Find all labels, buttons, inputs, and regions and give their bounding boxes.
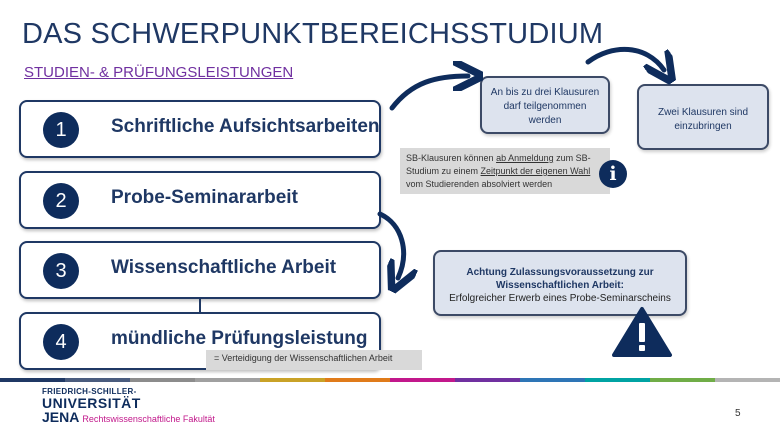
step-1-box: 1 Schriftliche Aufsichtsarbeiten [19,100,381,158]
university-name-line1: FRIEDRICH-SCHILLER- [42,387,137,396]
footer-color-bar [0,378,780,382]
step-label: Schriftliche Aufsichtsarbeiten [111,116,380,137]
faculty-name: Rechtswissenschaftliche Fakultät [82,414,215,424]
step-3-box: 3 Wissenschaftliche Arbeit [19,241,381,299]
step-connector [199,298,201,314]
step-number: 1 [43,112,79,148]
arrow-step2-to-step3 [377,211,404,278]
university-name-line2: UNIVERSITÄT [42,395,141,411]
info-note-text: SB-Klausuren können [406,153,497,163]
info-note-link-own-choice: Zeitpunkt der eigenen Wahl [480,166,591,176]
page-subtitle: STUDIEN- & PRÜFUNGSLEISTUNGEN [24,64,294,81]
callout-attempts: An bis zu drei Klausuren darf teilgenomm… [480,76,610,134]
university-name-line3: JENA [42,409,80,425]
arrow-attempts-to-submit [585,47,664,70]
info-note-text: vom Studierenden absolviert werden [406,179,553,189]
defense-note: = Verteidigung der Wissenschaftlichen Ar… [206,350,422,370]
step-label: Probe-Seminararbeit [111,187,298,208]
callout-submit: Zwei Klausuren sind einzubringen [637,84,769,150]
step-label: mündliche Prüfungsleistung [111,328,368,349]
callout-admission-text: Erfolgreicher Erwerb eines Probe-Seminar… [449,293,671,304]
callout-admission-title: Achtung Zulassungsvoraussetzung zur Wiss… [466,267,654,291]
info-note-link-registration: ab Anmeldung [496,153,554,163]
page-number: 5 [735,408,741,419]
step-2-box: 2 Probe-Seminararbeit [19,171,381,229]
step-number: 3 [43,253,79,289]
info-note-text: zum SB-Studium zu einem [406,153,591,176]
warning-icon [612,307,672,357]
arrow-step1-to-attempts [389,76,468,111]
callout-admission: Achtung Zulassungsvoraussetzung zur Wiss… [433,250,687,316]
step-label: Wissenschaftliche Arbeit [111,257,337,278]
step-number: 2 [43,183,79,219]
info-note: SB-Klausuren können ab Anmeldung zum SB-… [400,148,610,194]
step-number: 4 [43,324,79,360]
page-title: DAS SCHWERPUNKTBEREICHSSTUDIUM [22,18,604,50]
info-icon: i [599,160,627,188]
